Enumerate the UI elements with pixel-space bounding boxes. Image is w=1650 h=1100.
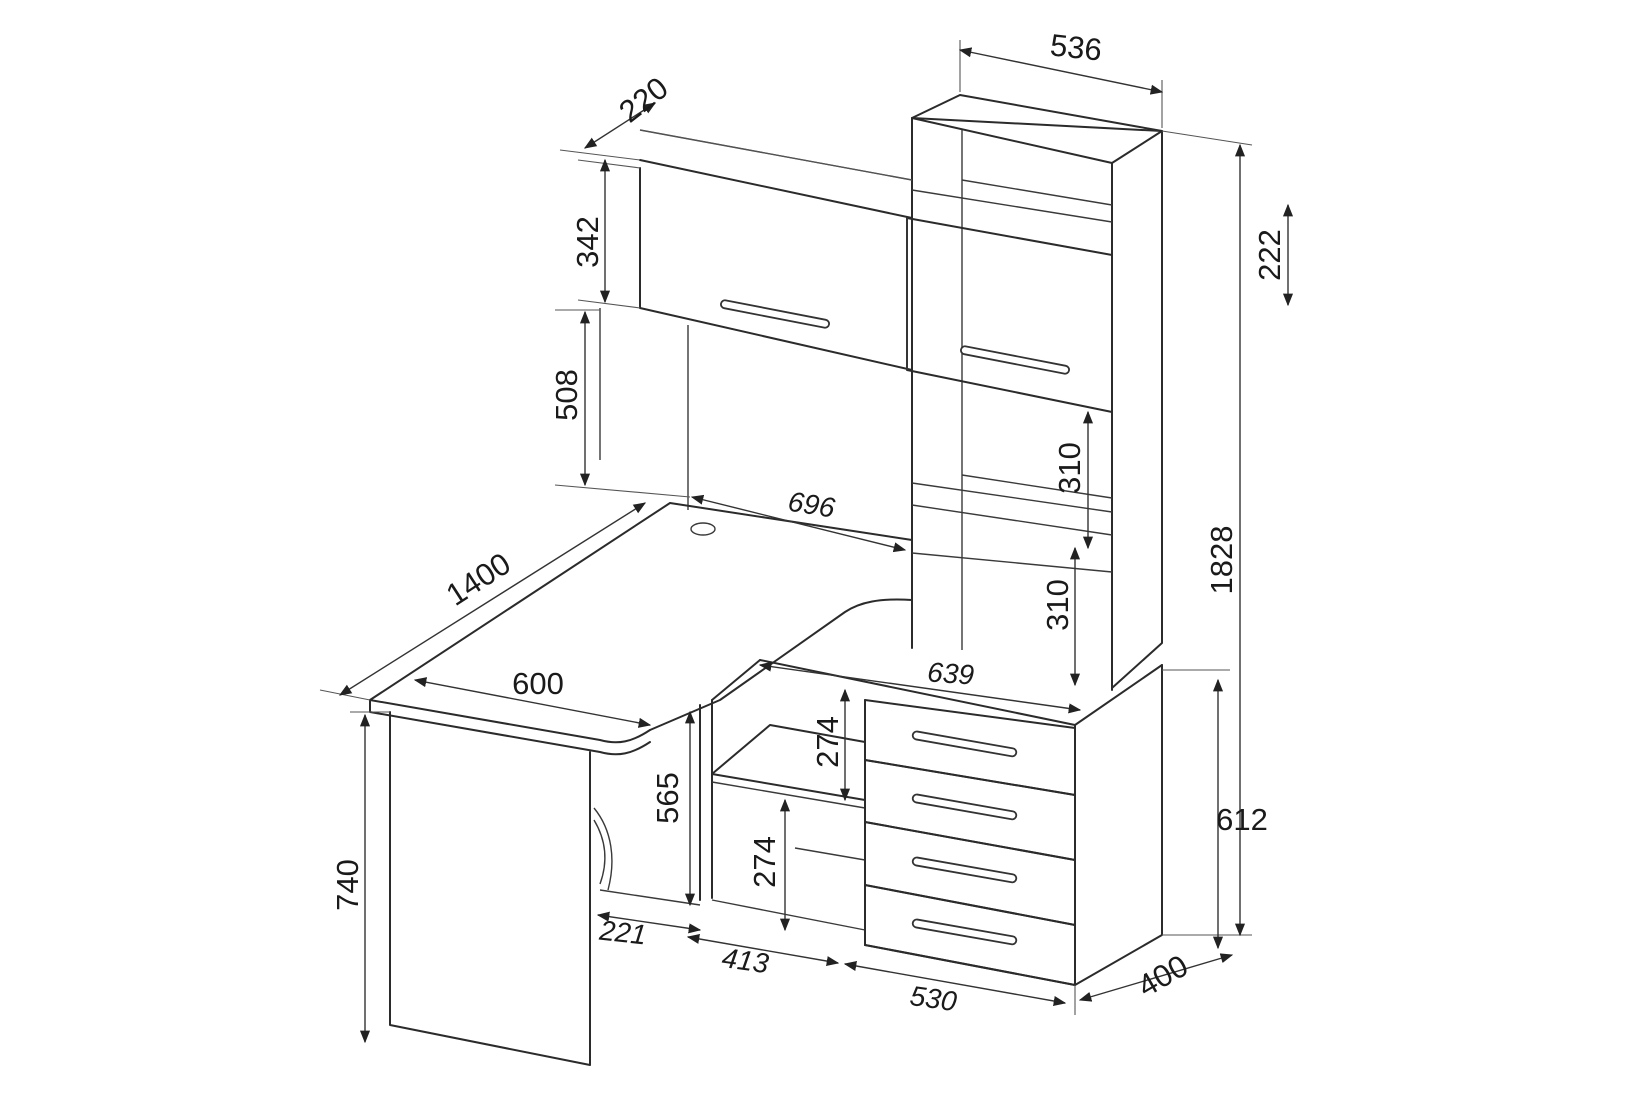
dimension-labels: 536 220 342 222 508 310 696 1828 1400 31… bbox=[330, 27, 1287, 1017]
label-612: 612 bbox=[1216, 802, 1268, 837]
label-1400: 1400 bbox=[440, 546, 517, 613]
label-639: 639 bbox=[926, 656, 975, 690]
label-274-upper: 274 bbox=[810, 716, 845, 768]
handle bbox=[911, 793, 1018, 821]
label-565: 565 bbox=[650, 772, 685, 824]
label-310-lower: 310 bbox=[1040, 579, 1075, 631]
label-413: 413 bbox=[720, 942, 771, 979]
label-1828: 1828 bbox=[1204, 526, 1239, 595]
label-342: 342 bbox=[570, 216, 605, 268]
label-220: 220 bbox=[612, 70, 674, 129]
label-696: 696 bbox=[786, 486, 837, 524]
label-508: 508 bbox=[549, 369, 584, 421]
label-400: 400 bbox=[1132, 948, 1194, 1004]
label-530: 530 bbox=[908, 980, 959, 1017]
label-740: 740 bbox=[330, 859, 365, 911]
hutch-back bbox=[599, 308, 689, 510]
label-536: 536 bbox=[1049, 27, 1104, 67]
dimension-lines bbox=[319, 40, 1294, 1044]
handle bbox=[960, 345, 1070, 375]
left-leg-panel bbox=[389, 711, 613, 1066]
bookshelf-tower bbox=[911, 94, 1163, 691]
label-221: 221 bbox=[597, 915, 648, 951]
label-274-lower: 274 bbox=[747, 836, 782, 888]
label-310-upper: 310 bbox=[1052, 442, 1087, 494]
handle bbox=[720, 299, 830, 329]
label-600: 600 bbox=[512, 666, 564, 701]
label-222: 222 bbox=[1252, 229, 1287, 281]
handles bbox=[720, 299, 1070, 946]
handle bbox=[911, 856, 1018, 884]
handle bbox=[911, 918, 1018, 946]
handle bbox=[911, 730, 1018, 758]
